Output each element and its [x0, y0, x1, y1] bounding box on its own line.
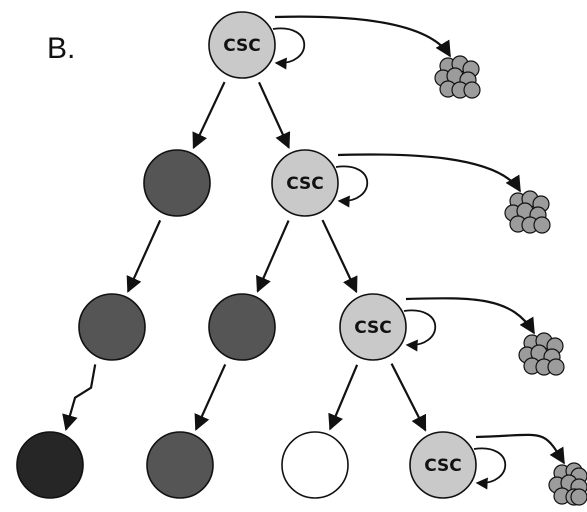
arrow-cell-l3-b-to-cell-l4-b — [194, 363, 227, 431]
progenitor-cell — [143, 149, 211, 217]
cluster-2 — [504, 190, 551, 234]
panel-label: B. — [47, 32, 75, 65]
arrow-csc-3-to-cell-l4-c — [328, 364, 359, 431]
csc-4-node: CSC — [409, 431, 477, 499]
self-renewal-loop-csc-1 — [272, 27, 305, 70]
cluster-cell — [547, 358, 565, 376]
self-renewal-loop-csc-4 — [473, 447, 506, 490]
cluster-cell — [570, 488, 587, 506]
csc-label: CSC — [424, 456, 462, 476]
nodes-layer: CSC CSC CSC CSC — [16, 11, 477, 499]
arrow-csc-2-to-cluster-2 — [337, 153, 521, 193]
self-renewal-loops — [272, 27, 506, 490]
cluster-4 — [548, 462, 587, 506]
terminal-cell — [16, 431, 84, 499]
arrow-csc-1-to-cell-l2-left — [192, 81, 226, 150]
cell-l4-b-node — [146, 431, 214, 499]
csc-1-node: CSC — [208, 11, 276, 79]
cell-l2-left-node — [143, 149, 211, 217]
progenitor-cell — [208, 293, 276, 361]
progenitor-cell — [146, 431, 214, 499]
csc-cell — [409, 431, 477, 499]
self-renewal-loop-csc-3 — [403, 309, 436, 352]
cluster-3 — [518, 332, 565, 376]
csc-cell — [208, 11, 276, 79]
cell-l3-b-node — [208, 293, 276, 361]
cluster-1 — [434, 55, 481, 99]
cluster-cell — [533, 216, 551, 234]
differentiated-cell — [281, 431, 349, 499]
progenitor-cell — [78, 293, 146, 361]
arrow-csc-3-to-csc-4 — [390, 363, 427, 432]
cluster-cell — [463, 81, 481, 99]
arrow-csc-3-to-cluster-3 — [405, 297, 535, 335]
self-renewal-loop-csc-2 — [335, 165, 368, 208]
cell-l3-a-node — [78, 293, 146, 361]
cell-l4-c-node — [281, 431, 349, 499]
csc-cell — [339, 293, 407, 361]
csc-3-node: CSC — [339, 293, 407, 361]
arrow-csc-4-to-cluster-4 — [475, 433, 565, 465]
csc-2-node: CSC — [271, 149, 339, 217]
cell-l4-a-node — [16, 431, 84, 499]
arrow-csc-2-to-csc-3 — [321, 219, 358, 294]
clusters-layer — [434, 55, 587, 506]
csc-cell — [271, 149, 339, 217]
arrow-cell-l2-left-to-cell-l3-a — [126, 219, 162, 293]
arrow-cell-l3-a-to-cell-l4-a — [62, 364, 97, 431]
csc-label: CSC — [286, 174, 324, 194]
csc-label: CSC — [223, 36, 261, 56]
edges-layer — [62, 15, 565, 465]
arrow-csc-1-to-cluster-1 — [274, 15, 451, 58]
arrow-csc-1-to-csc-2 — [258, 81, 291, 149]
csc-label: CSC — [354, 318, 392, 338]
arrow-csc-2-to-cell-l3-b — [256, 220, 290, 293]
